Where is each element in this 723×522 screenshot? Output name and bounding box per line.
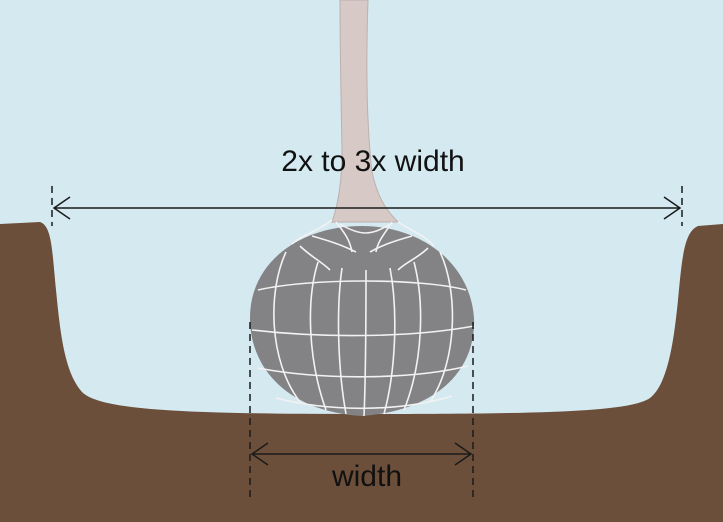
hole-right-arrowhead: [663, 196, 682, 220]
burlap-netting: [251, 219, 475, 417]
ball-right-arrowhead: [454, 442, 473, 466]
ball-left-arrowhead: [250, 442, 269, 466]
hole-left-arrowhead: [52, 196, 71, 220]
root-ball: [250, 219, 475, 417]
soil: [0, 222, 723, 522]
hole-width-label: 2x to 3x width: [281, 145, 464, 178]
hole-width-dimension: [51, 186, 683, 226]
root-ball-width-dimension: [249, 322, 474, 500]
root-ball-width-label: width: [331, 460, 402, 493]
